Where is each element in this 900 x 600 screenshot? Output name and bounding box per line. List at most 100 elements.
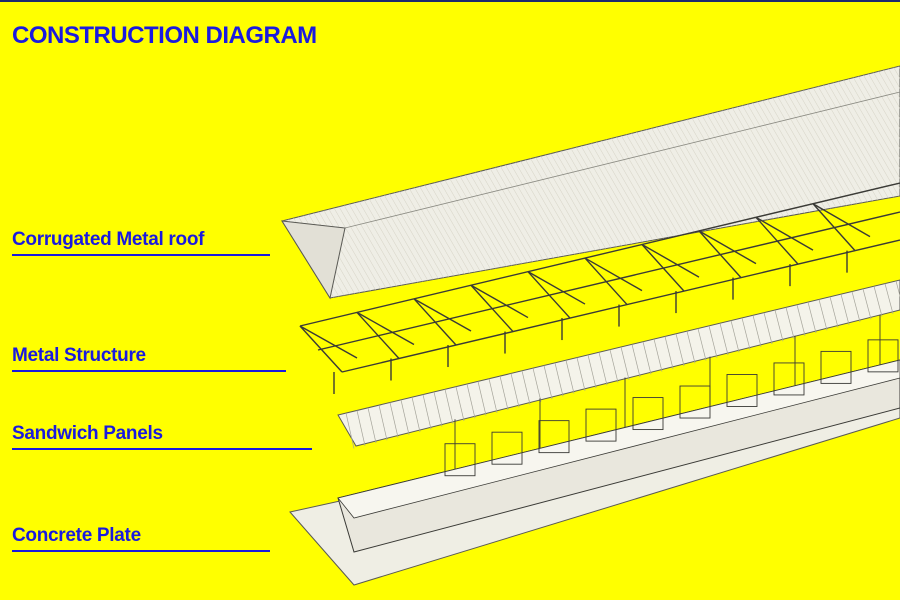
structure-frame [356,311,400,359]
panel-seam [378,405,388,441]
panel-seam [631,344,641,378]
label-corrugated-metal-roof: Corrugated Metal roof [12,229,270,256]
structure-frame [641,244,685,292]
panel-seam [532,368,542,402]
structure-brace [470,284,529,319]
structure-brace [698,230,757,265]
panel-seam [719,323,729,356]
roof-slope-hatch [282,66,900,298]
structure-brace [755,216,814,251]
panel-seam [587,354,597,389]
structure-brace [812,203,871,238]
metal-structure-layer [299,182,900,394]
room-box [585,408,617,442]
structure-frame [413,298,457,346]
panel-seam [488,378,498,413]
panel-seam [422,394,432,430]
panel-seam [620,346,630,380]
panel-seams [345,280,900,449]
structure-frame [698,230,742,279]
panel-seam [884,283,894,314]
panel-seam [598,352,608,386]
vertical-posts [454,314,881,470]
panel-seam [873,286,883,317]
panel-seam [521,370,531,405]
panel-seam [411,397,421,433]
panel-seam [367,407,377,444]
panel-seam [697,328,707,361]
room-box [444,443,476,477]
panel-seam [675,333,685,367]
panel-seam [763,312,773,345]
panel-seam [400,399,410,435]
panel-seam [653,339,663,372]
panel-seam [356,410,366,446]
structure-frame [527,271,571,319]
panel-seam [807,302,817,334]
room-box [632,397,664,431]
diagram-title: CONSTRUCTION DIAGRAM [12,22,317,49]
structure-frame [470,284,514,333]
panel-strip [337,279,900,447]
panel-seam [565,360,575,394]
structure-bottom-chord [341,239,900,373]
panel-seam [345,413,355,449]
panel-seam [796,304,806,336]
sandwich-panels-layer [337,279,900,449]
panel-seam [752,315,762,347]
panel-seam [510,373,520,408]
panel-seam [499,376,509,411]
panel-seam [686,331,696,364]
structure-brace [527,271,586,305]
panel-seam [576,357,586,391]
structure-mid-chord [317,211,900,351]
room-box [773,362,805,396]
concrete-plate-layer [289,314,900,586]
label-metal-structure: Metal Structure [12,345,286,372]
panel-seam [741,317,751,350]
structure-brace [413,298,472,332]
panel-seam [708,325,718,358]
structure-brace [299,325,358,359]
room-partitions [444,339,899,477]
top-border [0,0,900,2]
structure-frame [299,325,343,373]
panel-seam [554,362,564,397]
panel-seam [444,389,454,424]
panel-seam [433,391,443,427]
panel-seam [543,365,553,400]
panel-seam [455,386,465,422]
structure-brace [356,311,415,346]
ground-floor-interior [337,359,900,519]
panel-seam [840,294,850,325]
panel-seam [851,291,861,323]
panel-seam [466,383,476,419]
room-box [538,420,570,454]
label-concrete-plate: Concrete Plate [12,525,270,552]
label-sandwich-panels: Sandwich Panels [12,423,312,450]
structure-frame [584,257,628,306]
panel-seam [895,280,900,298]
panel-seam [862,288,872,320]
panel-seam [818,299,828,331]
roof-layer [281,65,900,300]
structure-top-chord [299,182,900,327]
structure-brace [641,243,700,278]
room-box [867,339,899,373]
roof-end-gable [281,220,346,300]
room-box [820,350,852,384]
panel-seam [829,296,839,328]
structure-frame [755,216,799,265]
structure-brace [584,257,643,292]
panel-seam [609,349,619,383]
panel-seam [785,307,795,339]
panel-seam [774,309,784,342]
room-box [726,374,758,407]
structure-frame [812,203,856,252]
panel-seam [664,336,674,369]
panel-seam [730,320,740,353]
panel-seam [642,341,652,375]
panel-seam [477,381,487,416]
panel-seam [389,402,399,438]
